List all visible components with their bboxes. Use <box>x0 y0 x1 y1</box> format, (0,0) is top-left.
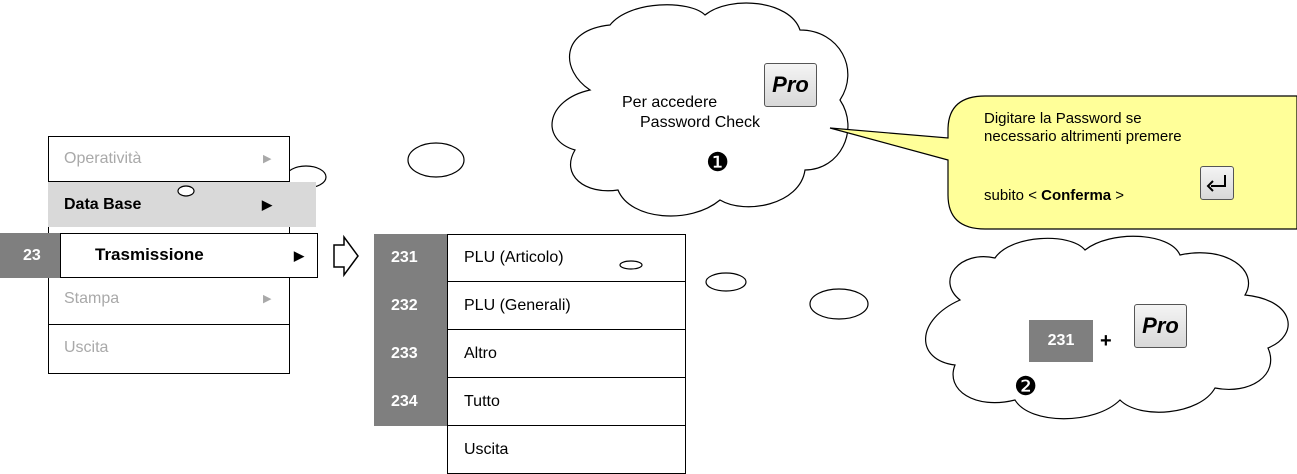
callout-suffix: > <box>1111 187 1125 204</box>
submenu-code: 231 <box>374 234 447 282</box>
step-2-badge: ❷ <box>1014 371 1038 401</box>
submenu-code: 232 <box>374 282 447 330</box>
right-arrow-shape <box>333 234 359 278</box>
chevron-right-icon: ▶ <box>263 153 272 165</box>
callout-text-line2: necessario altrimenti premere <box>984 128 1182 145</box>
menu-divider <box>48 324 289 325</box>
menu-item-label: Data Base <box>64 195 142 213</box>
chevron-right-icon: ▶ <box>294 248 304 263</box>
pro-key-icon[interactable]: Pro <box>1134 304 1187 348</box>
menu-item-stampa[interactable]: Stampa ▶ <box>48 276 289 321</box>
menu-divider <box>48 181 289 182</box>
cloud-1-text-line2: Password Check <box>640 114 761 131</box>
submenu-label: Uscita <box>447 426 686 474</box>
submenu-code: 233 <box>374 330 447 378</box>
menu-item-trasmissione[interactable]: Trasmissione ▶ <box>60 233 318 278</box>
submenu-label: Altro <box>447 330 686 378</box>
thought-bubble <box>407 142 465 178</box>
cloud-2-shape <box>925 235 1289 420</box>
submenu-item-232[interactable]: 232 PLU (Generali) <box>374 282 686 330</box>
step-1-badge: ❶ <box>706 147 730 177</box>
chevron-right-icon: ▶ <box>263 293 272 305</box>
submenu-label: PLU (Articolo) <box>447 234 686 282</box>
submenu-item-231[interactable]: 231 PLU (Articolo) <box>374 234 686 282</box>
callout-text-line1: Digitare la Password se <box>984 110 1142 127</box>
submenu-code: 234 <box>374 378 447 426</box>
menu-code-badge: 23 <box>0 233 60 278</box>
menu-item-operativita[interactable]: Operatività ▶ <box>48 136 289 181</box>
submenu-label: PLU (Generali) <box>447 282 686 330</box>
pro-key-icon[interactable]: Pro <box>764 63 817 107</box>
enter-key-icon[interactable] <box>1200 166 1234 200</box>
menu-item-label: Trasmissione <box>95 245 204 264</box>
cloud-1-shape <box>551 2 849 217</box>
enter-arrow-icon <box>1206 175 1226 192</box>
submenu-item-233[interactable]: 233 Altro <box>374 330 686 378</box>
plus-sign: + <box>1100 330 1112 352</box>
thought-bubble <box>809 288 869 320</box>
cloud-1-text-line1: Per accedere <box>622 94 718 111</box>
submenu-item-uscita[interactable]: Uscita <box>447 426 686 474</box>
conferma-label: Conferma <box>1041 187 1112 204</box>
menu-item-label: Uscita <box>64 338 109 356</box>
menu-item-data-base[interactable]: Data Base ▶ <box>48 182 316 227</box>
chevron-right-icon: ▶ <box>262 196 272 212</box>
thought-bubble <box>705 272 747 292</box>
callout-shape <box>829 95 1297 230</box>
menu-item-label: Stampa <box>64 289 120 307</box>
submenu-label: Tutto <box>447 378 686 426</box>
callout-prefix: subito < <box>984 187 1042 204</box>
menu-item-label: Operatività <box>64 149 142 167</box>
menu-item-uscita[interactable]: Uscita <box>48 325 289 370</box>
code-231-badge: 231 <box>1029 320 1093 362</box>
callout-text-line3: subito < Conferma > <box>984 187 1124 205</box>
submenu-item-234[interactable]: 234 Tutto <box>374 378 686 426</box>
